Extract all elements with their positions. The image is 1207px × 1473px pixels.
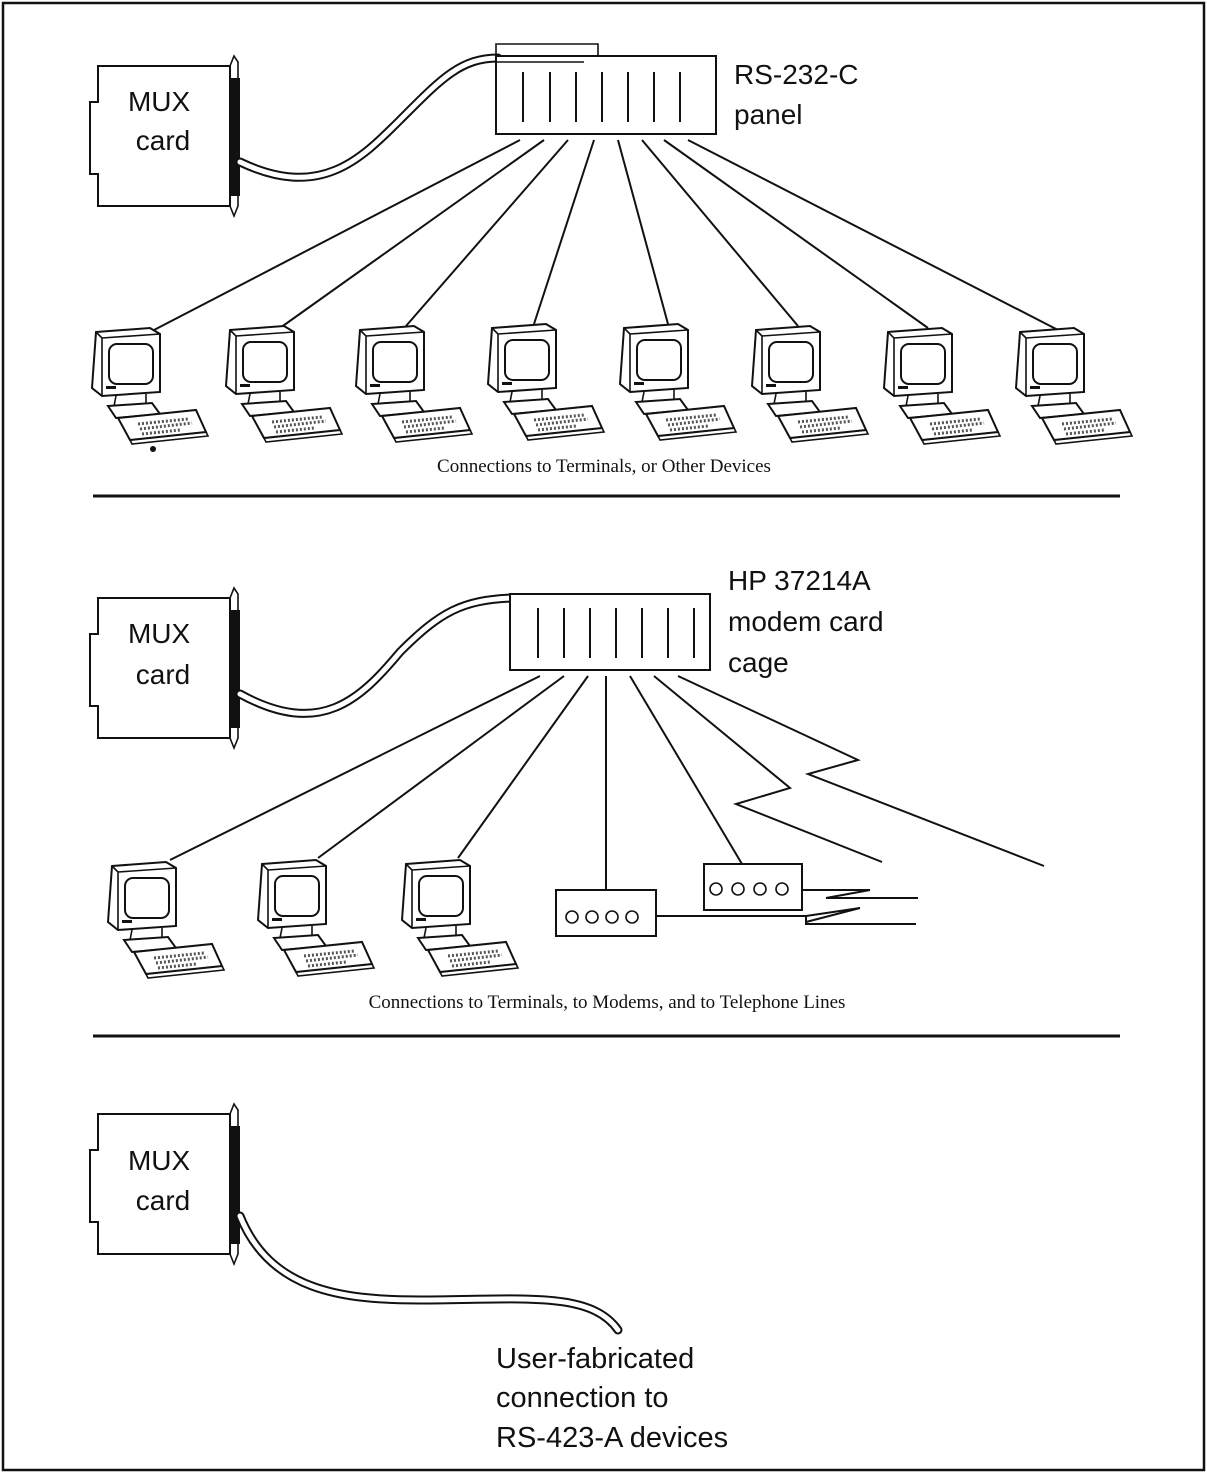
section-modem-card-cage: MUX card HP 37214A modem card cage xyxy=(89,565,1045,1013)
terminal-icon xyxy=(224,324,344,444)
section-1-caption: Connections to Terminals, or Other Devic… xyxy=(437,456,771,477)
terminal-icon xyxy=(882,326,1002,446)
terminal-icon xyxy=(106,860,226,980)
terminal-icon xyxy=(400,858,520,978)
terminal-icon xyxy=(90,326,210,446)
section-rs232-panel: MUX card RS-232-C panel xyxy=(89,43,1134,477)
mux-card-icon xyxy=(89,1103,241,1265)
modem-icon xyxy=(703,863,803,911)
telephone-line-icon xyxy=(656,889,918,925)
section-user-fabricated: MUX card User-fabricated connection to R… xyxy=(89,1103,728,1454)
mux-card-label: MUX card xyxy=(128,1145,198,1216)
terminal-icon xyxy=(486,322,606,442)
modem-card-cage-icon xyxy=(509,593,711,671)
terminal-icon xyxy=(256,858,376,978)
mux-card-label: MUX card xyxy=(128,618,198,690)
modem-card-cage-label: HP 37214A modem card cage xyxy=(728,565,891,678)
mux-card-label: MUX card xyxy=(128,86,198,156)
terminal-icon xyxy=(354,324,474,444)
section-2-caption: Connections to Terminals, to Modems, and… xyxy=(369,992,846,1013)
modem-icon xyxy=(555,889,657,937)
terminal-icon xyxy=(1014,326,1134,446)
terminal-icon xyxy=(618,322,738,442)
terminal-icon xyxy=(750,324,870,444)
rs232-panel-icon xyxy=(495,43,717,135)
user-fabricated-connection-label: User-fabricated connection to RS-423-A d… xyxy=(496,1343,728,1454)
rs232-panel-label: RS-232-C panel xyxy=(734,59,866,130)
